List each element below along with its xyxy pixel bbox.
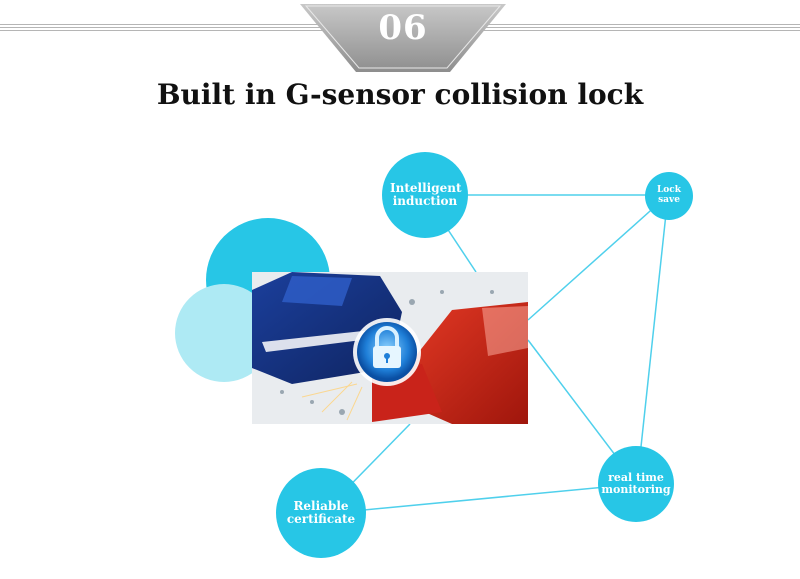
page-title: Built in G-sensor collision lock [156,78,644,111]
header-rule-left [0,24,330,32]
node-label: real time monitoring [601,470,671,496]
header-rule-right [478,24,800,32]
link-lock-monitoring [636,194,669,485]
link-certificate-monitoring [321,483,638,515]
node-lock-save: Lock save [645,172,693,220]
section-badge [300,4,506,72]
node-label: Lock save [656,185,682,205]
node-label: Reliable certificate [286,498,356,526]
section-number: 06 [378,8,428,48]
car-crash-photo [252,272,528,424]
node-label: Intelligent induction [390,180,462,208]
node-real-time-monitoring: real time monitoring [598,446,674,522]
node-intelligent-induction: Intelligent induction [382,152,468,238]
node-reliable-certificate: Reliable certificate [276,468,366,558]
link-lock-image [527,194,669,321]
padlock-icon [353,318,421,386]
